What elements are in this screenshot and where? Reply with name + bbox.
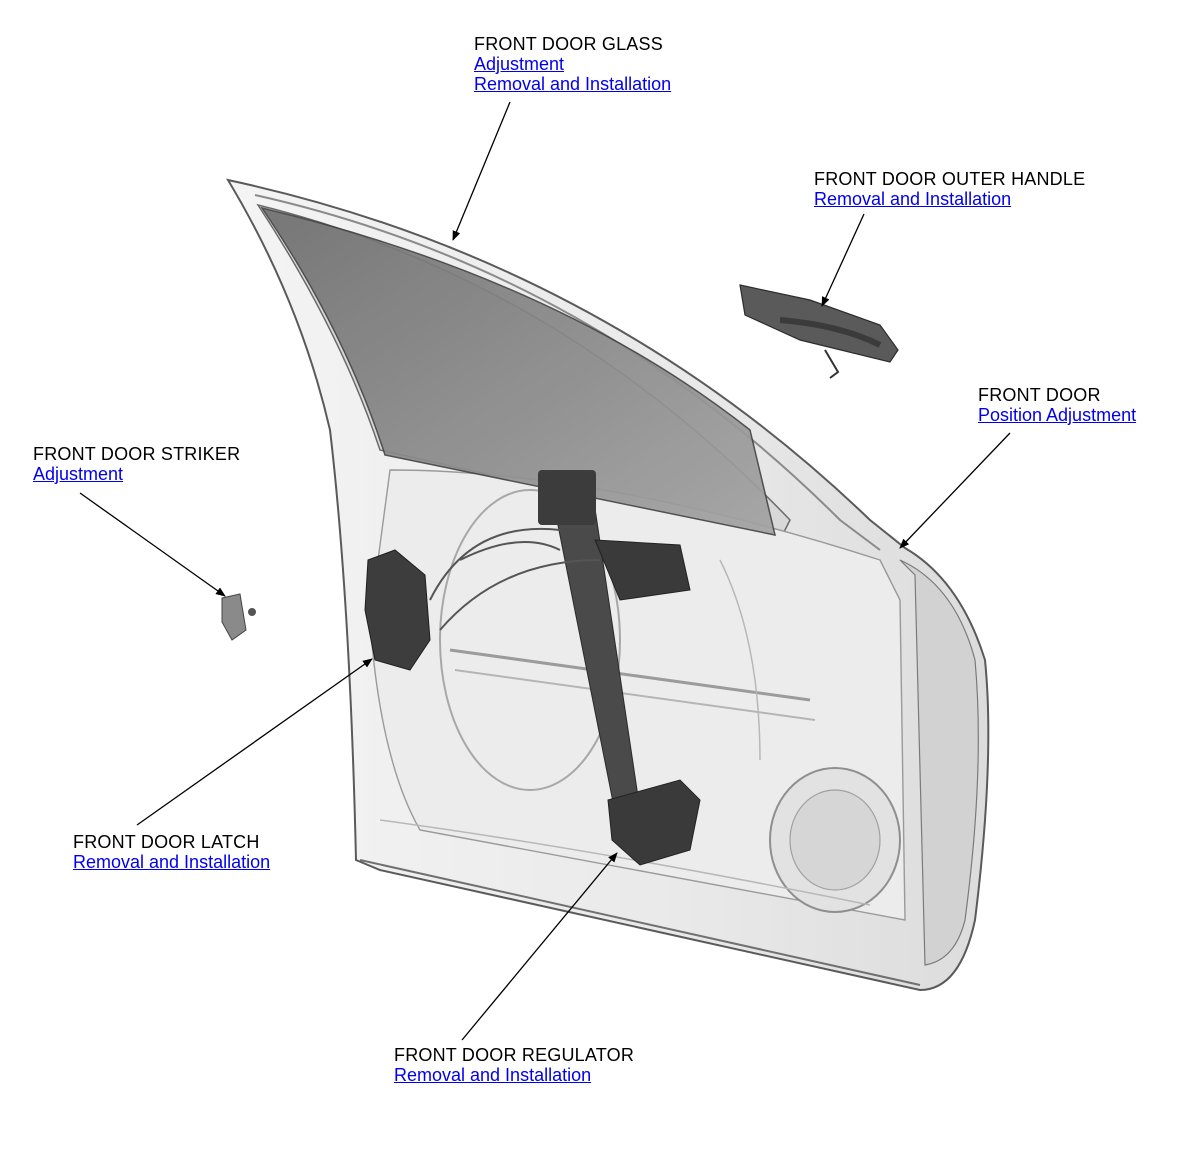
removal-installation-link[interactable]: Removal and Installation [474, 74, 672, 94]
callout-title: FRONT DOOR STRIKER [33, 444, 241, 464]
front-door-latch [364, 549, 431, 671]
position-adjustment-link[interactable]: Position Adjustment [978, 405, 1137, 425]
callout-title: FRONT DOOR REGULATOR [394, 1045, 635, 1065]
callout-title: FRONT DOOR GLASS [474, 34, 663, 54]
front-door-regulator [538, 470, 701, 866]
removal-installation-link[interactable]: Removal and Installation [814, 189, 1012, 209]
callout-front-door: FRONT DOOR Position Adjustment [978, 385, 1136, 425]
callout-title: FRONT DOOR LATCH [73, 832, 260, 852]
leader-lines [79, 101, 1011, 1041]
removal-installation-link[interactable]: Removal and Installation [394, 1065, 592, 1085]
callout-front-door-regulator: FRONT DOOR REGULATOR Removal and Install… [394, 1045, 634, 1085]
front-door-outer-handle [739, 284, 899, 379]
callout-front-door-striker: FRONT DOOR STRIKER Adjustment [33, 444, 240, 484]
door-cables [429, 527, 601, 631]
removal-installation-link[interactable]: Removal and Installation [73, 852, 271, 872]
adjustment-link[interactable]: Adjustment [33, 464, 124, 484]
callout-title: FRONT DOOR OUTER HANDLE [814, 169, 1086, 189]
callout-front-door-glass: FRONT DOOR GLASS Adjustment Removal and … [474, 34, 671, 94]
front-door-striker [221, 593, 256, 641]
callout-front-door-latch: FRONT DOOR LATCH Removal and Installatio… [73, 832, 270, 872]
callout-front-door-outer-handle: FRONT DOOR OUTER HANDLE Removal and Inst… [814, 169, 1085, 209]
callout-title: FRONT DOOR [978, 385, 1101, 405]
adjustment-link[interactable]: Adjustment [474, 54, 565, 74]
front-door-glass [260, 206, 777, 536]
